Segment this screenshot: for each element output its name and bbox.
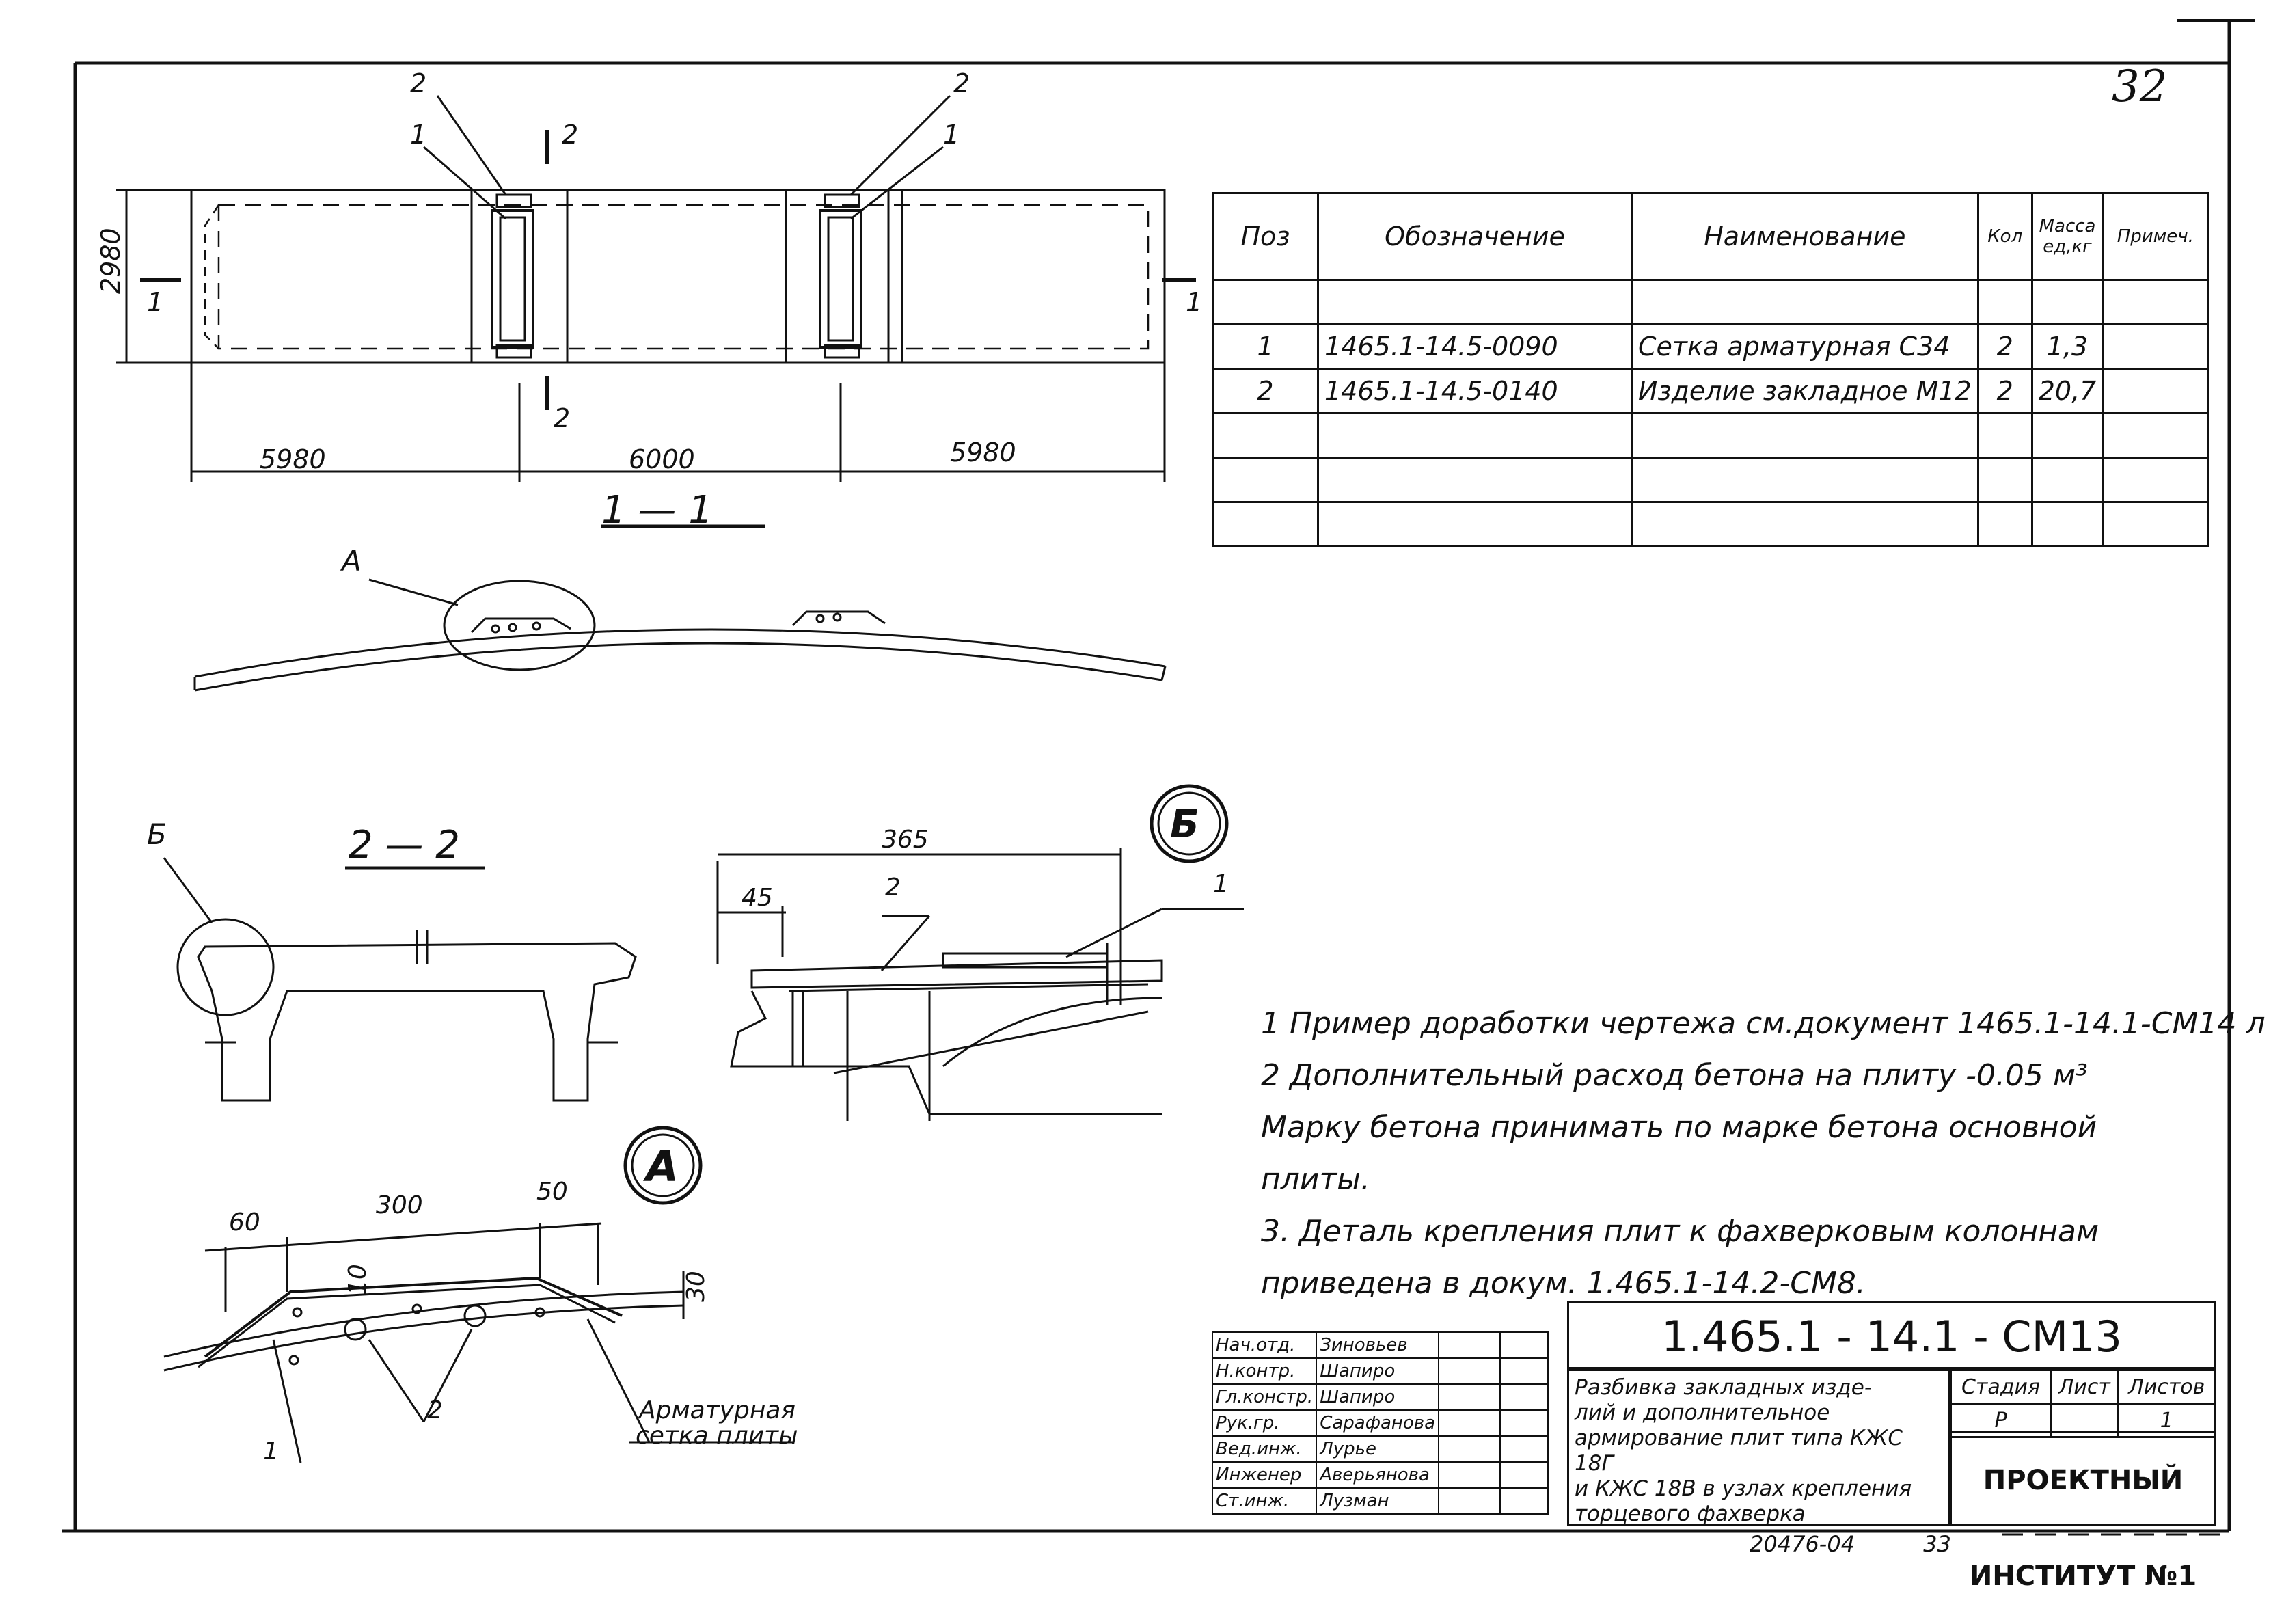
spec-cell-designation: 1465.1-14.5-0090 — [1317, 323, 1633, 370]
spec-row — [1212, 412, 2209, 459]
sheet-header: Лист — [2050, 1369, 2119, 1405]
detail-a-dim-10: 10 — [344, 1264, 372, 1295]
spec-header-note: Примеч. — [2102, 192, 2209, 281]
plan-callout-2-right: 2 — [953, 68, 970, 98]
detail-b-callout-1: 1 — [1213, 870, 1229, 898]
document-code: 1.465.1 - 14.1 - СМ13 — [1567, 1301, 2216, 1369]
section-mark-2-top: 2 — [562, 120, 578, 150]
signature-cell — [1438, 1461, 1501, 1489]
section-1-1-callout-a: А — [340, 544, 362, 578]
detail-a-mesh-label-2: сетка плиты — [636, 1422, 798, 1450]
signature-cell — [1438, 1331, 1501, 1359]
detail-a-dim-30: 30 — [682, 1271, 710, 1302]
note-line: 3. Деталь крепления плит к фахверковым к… — [1261, 1214, 2099, 1249]
stage-table: Стадия Лист Листов Р 1 — [1949, 1369, 2217, 1438]
title-block: Нач.отд.Зиновьев Н.контр.Шапиро Гл.конст… — [1211, 1301, 2217, 1592]
spec-header-pos: Поз — [1212, 192, 1319, 281]
spec-cell-designation: 1465.1-14.5-0140 — [1317, 368, 1633, 414]
spec-row — [1212, 457, 2209, 503]
plan-labels: 5980 6000 5980 2980 2 1 2 1 1 1 2 2 — [96, 68, 1202, 474]
signature-cell — [1438, 1487, 1501, 1515]
section-2-2-callout-b: Б — [147, 817, 167, 851]
detail-a-mesh-label-1: Арматурная — [638, 1396, 795, 1424]
page-number: 32 — [2112, 62, 2168, 112]
section-1-1 — [193, 524, 1167, 692]
spec-header-mass: Масса ед,кг — [2030, 192, 2104, 281]
spec-header-row: Поз Обозначение Наименование Кол Масса е… — [1212, 192, 2209, 281]
organization-name: ПРОЕКТНЫЙ ИНСТИТУТ №1 — [1950, 1431, 2216, 1592]
spec-row: 1 1465.1-14.5-0090 Сетка арматурная С34 … — [1212, 323, 2209, 370]
spec-cell-mass: 20,7 — [2030, 368, 2104, 414]
spec-header-designation: Обозначение — [1317, 192, 1633, 281]
drawing-canvas: 5980 6000 5980 2980 2 1 2 1 1 1 2 2 — [62, 19, 2255, 1536]
detail-a-dim-300: 300 — [376, 1191, 423, 1219]
spec-cell-pos: 2 — [1212, 368, 1319, 414]
detail-a-dim-50: 50 — [536, 1178, 568, 1206]
section-mark-2-bottom: 2 — [554, 403, 570, 433]
note-line: 1 Пример доработки чертежа см.документ 1… — [1261, 1006, 2271, 1041]
spec-header-qty: Кол — [1976, 192, 2033, 281]
note-line: приведена в докум. 1.465.1-14.2-СМ8. — [1261, 1266, 1866, 1301]
detail-a-dim-60: 60 — [229, 1208, 260, 1236]
spec-cell-name: Сетка арматурная С34 — [1631, 323, 1979, 370]
spec-cell-note — [2102, 323, 2209, 370]
drawing-sheet: 5980 6000 5980 2980 2 1 2 1 1 1 2 2 — [62, 19, 2271, 1592]
detail-b-label: Б — [1170, 802, 1199, 847]
detail-a-callout-1: 1 — [263, 1437, 279, 1465]
detail-b-callout-2: 2 — [885, 874, 901, 902]
spec-header-name: Наименование — [1631, 192, 1979, 281]
detail-b — [716, 784, 1244, 1121]
signature-table: Нач.отд.Зиновьев Н.контр.Шапиро Гл.конст… — [1211, 1331, 1549, 1515]
section-mark-1-left: 1 — [147, 287, 163, 317]
sheet-frame — [62, 19, 2255, 1533]
section-2-2-title: 2 — 2 — [349, 823, 460, 867]
detail-a — [163, 1126, 793, 1463]
note-line: Марку бетона принимать по марке бетона о… — [1261, 1110, 2097, 1145]
signature-cell — [1438, 1435, 1501, 1463]
spec-cell-note — [2102, 368, 2209, 414]
document-description: Разбивка закладных изде- лий и дополните… — [1567, 1369, 1950, 1526]
sheets-value: 1 — [2117, 1403, 2217, 1438]
plan-callout-1-left: 1 — [410, 120, 426, 150]
detail-a-callout-2: 2 — [427, 1396, 443, 1424]
drawing-notes: 1 Пример доработки чертежа см.документ 1… — [1261, 998, 2271, 1310]
signature-cell — [1438, 1357, 1501, 1385]
signature-cell — [1438, 1383, 1501, 1411]
detail-a-label: А — [642, 1141, 679, 1191]
plan-view — [116, 94, 1196, 482]
dim-6000: 6000 — [629, 444, 695, 474]
plan-callout-1-right: 1 — [943, 120, 960, 150]
spec-row — [1212, 501, 2209, 547]
note-line: 2 Дополнительный расход бетона на плиту … — [1261, 1058, 2088, 1093]
dim-2980: 2980 — [96, 228, 126, 294]
specification-table: Поз Обозначение Наименование Кол Масса е… — [1212, 192, 2209, 547]
bottom-code: 20476-04 33 — [1750, 1531, 1951, 1557]
spec-cell-pos: 1 — [1212, 323, 1319, 370]
section-1-1-title: 1 — 1 — [601, 488, 713, 532]
spec-cell-name: Изделие закладное М12 — [1631, 368, 1979, 414]
section-mark-1-right: 1 — [1186, 287, 1202, 317]
spec-row: 2 1465.1-14.5-0140 Изделие закладное М12… — [1212, 368, 2209, 414]
detail-b-dim-45: 45 — [742, 884, 773, 912]
detail-b-dim-365: 365 — [882, 826, 929, 854]
plan-callout-2-left: 2 — [410, 68, 426, 98]
spec-cell-mass: 1,3 — [2030, 323, 2104, 370]
spec-cell-qty: 2 — [1976, 323, 2033, 370]
note-line: плиты. — [1261, 1162, 1370, 1197]
dim-5980-right: 5980 — [950, 437, 1016, 468]
stage-header: Стадия — [1949, 1369, 2052, 1405]
dim-5980-left: 5980 — [260, 444, 326, 474]
signature-cell — [1438, 1409, 1501, 1437]
section-2-2 — [163, 857, 637, 1102]
sheets-header: Листов — [2117, 1369, 2217, 1405]
spec-cell-qty: 2 — [1976, 368, 2033, 414]
spec-row — [1212, 279, 2209, 325]
